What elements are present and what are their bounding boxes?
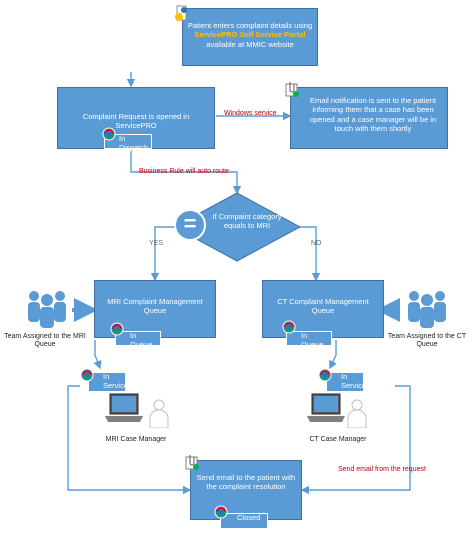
connector-mri-queue-to-service — [93, 340, 102, 370]
ct-queue-box: CT Complaint Management Queue — [262, 280, 384, 338]
ct-in-queue-status: In Queue — [286, 331, 332, 349]
send-email-request-label: Send email from the request — [338, 466, 426, 473]
ct-case-manager-icon — [346, 398, 368, 429]
ct-laptop-icon — [306, 392, 346, 424]
no-label: NO — [311, 240, 322, 247]
closed-status: Closed — [220, 513, 268, 529]
email-notification-box: Email notification is sent to the patien… — [290, 87, 448, 149]
ct-in-service-status: In Service — [326, 372, 367, 392]
patient-entry-box: Patient enters complaint details using S… — [182, 8, 318, 66]
mri-in-queue-status: In Queue — [115, 331, 161, 349]
mri-case-manager-label: MRI Case Manager — [105, 436, 167, 443]
mri-case-manager-icon — [148, 398, 170, 429]
ct-queue-status-icon — [282, 320, 296, 334]
portal-logo-icon — [174, 4, 188, 22]
patient-entry-line3: available at MMIC website — [206, 39, 294, 49]
connector-decision-no — [299, 226, 321, 282]
decision-text: If Compaint category equals to MRI — [212, 212, 282, 230]
ct-in-queue-label: In Queue — [301, 331, 324, 349]
ct-queue-title: CT Complaint Management Queue — [277, 297, 369, 316]
in-dispatch-status: In Dispatch — [104, 134, 152, 152]
mri-queue-title: MRI Complaint Management Queue — [107, 297, 203, 316]
closed-status-icon — [214, 505, 228, 519]
mri-laptop-icon — [104, 392, 144, 424]
connector-ct-service-to-close — [300, 385, 411, 495]
equals-symbol: = — [183, 211, 197, 236]
yes-label: YES — [149, 240, 164, 247]
windows-service-label: Windows service — [224, 110, 277, 117]
connector-ct-queue-to-service — [329, 340, 337, 370]
connector-request-to-decision — [130, 150, 242, 195]
connector-mri-service-to-close — [67, 385, 192, 495]
complaint-request-title: Complaint Request is opened in ServicePR… — [82, 112, 190, 131]
resolution-email-attachment-icon — [184, 454, 200, 470]
mri-service-status-icon — [80, 368, 94, 382]
connector-decision-yes — [150, 226, 175, 282]
patient-entry-line1: Patient enters complaint details using — [187, 21, 313, 30]
dispatch-status-icon — [102, 127, 116, 141]
mri-in-queue-label: In Queue — [130, 331, 153, 349]
team-ct-icon — [404, 288, 450, 328]
team-mri-icon — [24, 288, 70, 328]
closed-label: Closed — [237, 513, 261, 522]
team-mri-label: Team Assigned to the MRI Queue — [4, 333, 86, 349]
mri-in-service-line2: Service — [103, 380, 129, 390]
mri-in-service-line1: In — [103, 372, 110, 381]
resolution-email-text: Send email to the patient with the compl… — [196, 473, 296, 492]
team-ct-label: Team Assigned to the CT Queue — [387, 333, 467, 349]
ct-case-manager-label: CT Case Manager — [309, 436, 367, 443]
in-dispatch-label: In Dispatch — [119, 134, 149, 152]
mri-queue-status-icon — [110, 322, 124, 336]
ct-in-service-line2: Service — [341, 380, 367, 390]
email-attachment-icon — [284, 81, 300, 97]
mri-in-service-status: In Service — [88, 372, 129, 392]
resolution-email-box: Send email to the patient with the compl… — [190, 460, 302, 520]
equals-circle — [174, 209, 206, 241]
ct-service-status-icon — [318, 368, 332, 382]
business-rule-label: Business Rule will auto route — [139, 168, 229, 175]
email-notification-text: Email notification is sent to the patien… — [309, 96, 437, 134]
portal-name: ServicePRO Self Service Portal — [194, 30, 306, 40]
ct-in-service-line1: In — [341, 372, 348, 381]
